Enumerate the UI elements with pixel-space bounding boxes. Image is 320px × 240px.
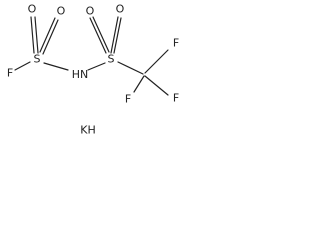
bond-s-left-o1-a xyxy=(30,16,35,54)
atom-n-imide: HN xyxy=(72,68,89,81)
bond-s-right-c xyxy=(117,61,144,75)
atom-labels: F S O O HN S O O C F F F xyxy=(7,3,179,106)
bond-s-left-o2-a xyxy=(39,17,56,53)
counter-ion: KH xyxy=(80,124,96,137)
atom-o-left-2: O xyxy=(57,5,66,18)
molecule-structure: F S O O HN S O O C F F F KH xyxy=(7,3,179,137)
bond-n-s-right xyxy=(87,62,106,71)
atom-o-left-1: O xyxy=(28,3,37,16)
atom-f-cf3-2: F xyxy=(173,92,179,105)
atom-f-cf3-3: F xyxy=(125,93,131,106)
bond-s-right-o2-b xyxy=(113,17,122,54)
atom-s-left: S xyxy=(34,53,41,66)
bonds xyxy=(14,16,169,96)
atom-o-right-2: O xyxy=(116,3,125,16)
atom-f-cf3-1: F xyxy=(173,37,179,50)
atom-n: N xyxy=(80,68,88,81)
bond-s-left-n xyxy=(43,62,69,71)
bond-s-left-o1-b xyxy=(34,16,39,54)
bond-s-right-o1-a xyxy=(89,17,107,54)
atom-h-imide: H xyxy=(72,68,80,81)
bond-s-right-o1-b xyxy=(92,16,110,53)
bond-c-f3 xyxy=(133,75,145,93)
bond-s-left-o2-b xyxy=(42,19,59,55)
atom-s-right: S xyxy=(108,53,115,66)
bond-s-right-o2-a xyxy=(110,16,119,54)
bond-f-s-left xyxy=(14,61,31,71)
bond-c-f2 xyxy=(144,75,169,96)
atom-f-sulfonyl: F xyxy=(7,67,13,80)
bond-c-f1 xyxy=(144,49,169,74)
atom-o-right-1: O xyxy=(86,5,95,18)
